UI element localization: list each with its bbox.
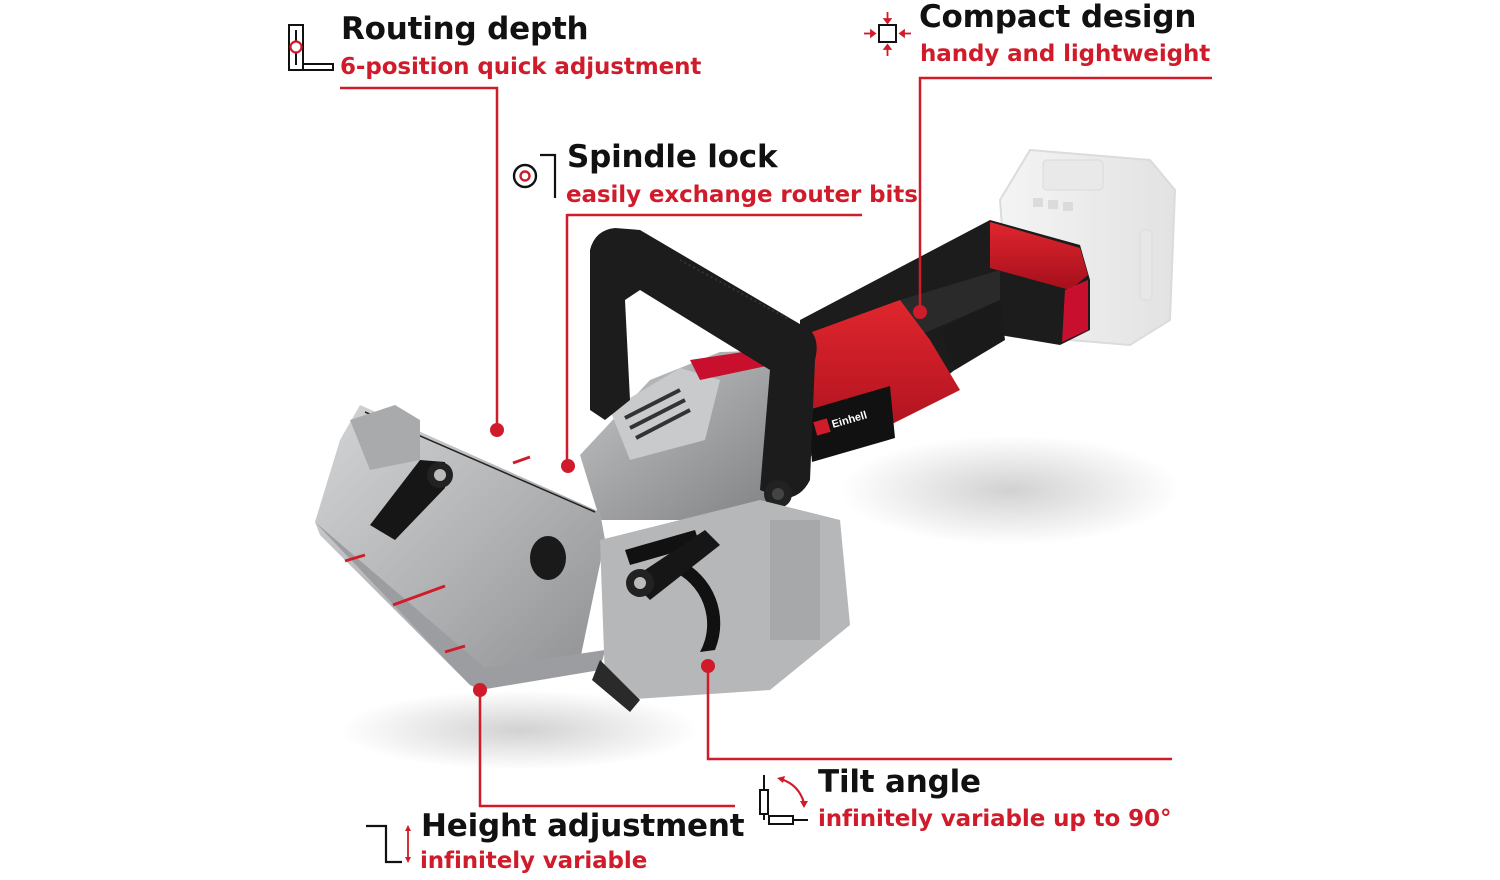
callout-subtitle: handy and lightweight [920, 41, 1211, 67]
callout-subtitle: infinitely variable [420, 848, 648, 874]
fence-plate [315, 405, 605, 690]
tilt-angle-icon [759, 775, 808, 825]
height-adjustment-icon [366, 824, 411, 864]
shadow [840, 435, 1180, 545]
spindle-lock-icon [512, 153, 557, 198]
callout-subtitle: infinitely variable up to 90° [818, 806, 1172, 832]
tilt-scale [670, 560, 721, 652]
callout-subtitle: easily exchange router bits [566, 182, 918, 208]
callout-title: Compact design [919, 0, 1197, 35]
routing-depth-icon [288, 24, 334, 71]
callout-title: Tilt angle [818, 764, 981, 800]
callout-title: Spindle lock [567, 139, 778, 175]
compact-design-icon [864, 12, 911, 56]
callout-title: Height adjustment [421, 808, 745, 844]
shadow [340, 690, 700, 770]
base-body [592, 500, 850, 712]
motor-housing: Einhell [780, 220, 1090, 462]
brand-badge: Einhell [808, 386, 895, 462]
callout-title: Routing depth [341, 11, 589, 47]
callout-subtitle: 6-position quick adjustment [340, 54, 702, 80]
gear-head [580, 345, 800, 520]
d-handle [590, 228, 817, 508]
